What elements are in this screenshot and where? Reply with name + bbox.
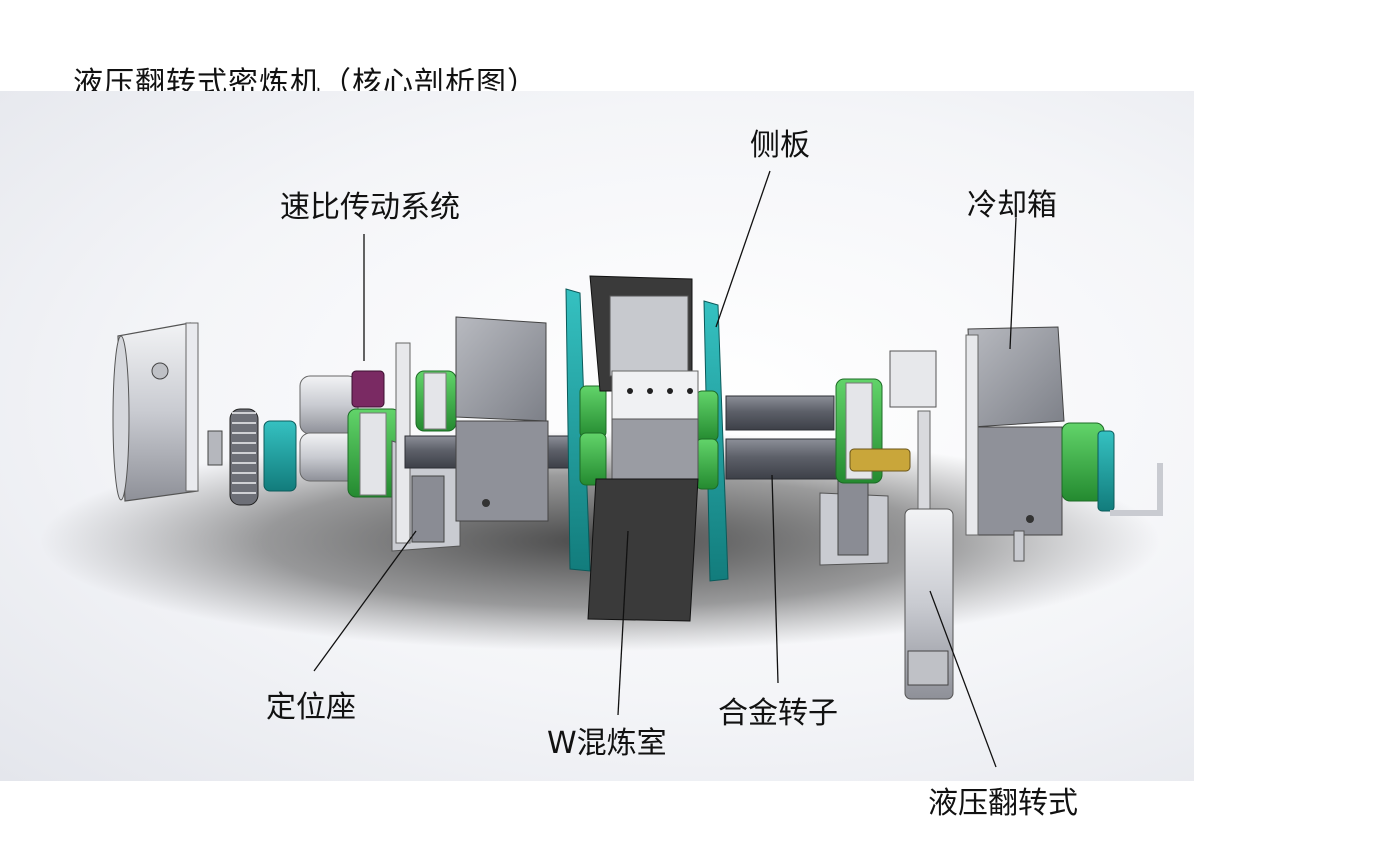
left-gearbox xyxy=(455,316,549,522)
alloy-rotor-upper xyxy=(725,395,835,431)
mixing-chamber xyxy=(587,275,699,622)
label-cooling-box: 冷却箱 xyxy=(967,188,1057,223)
diagram-canvas xyxy=(0,91,1194,781)
leader-lines xyxy=(313,170,1017,768)
label-side-plate: 侧板 xyxy=(750,128,810,163)
drive-rollers xyxy=(299,370,401,498)
motor-housing xyxy=(112,322,199,502)
positioning-seat-right xyxy=(819,472,889,566)
side-plate-left xyxy=(565,288,591,572)
machine-illustration xyxy=(40,170,1163,768)
cooling-box xyxy=(965,326,1065,562)
speed-gear xyxy=(351,370,385,408)
teal-coupling-left xyxy=(263,420,297,492)
alloy-rotor-lower xyxy=(725,438,847,480)
label-alloy-rotor: 合金转子 xyxy=(718,696,838,731)
brass-fitting xyxy=(849,448,911,472)
label-hydraulic-flip: 液压翻转式 xyxy=(928,786,1078,821)
label-drive-system: 速比传动系统 xyxy=(280,190,460,225)
hydraulic-cylinder xyxy=(889,350,954,700)
label-mixing-chamber: W混炼室 xyxy=(547,726,667,761)
spur-gear xyxy=(207,408,259,506)
label-positioning-seat: 定位座 xyxy=(266,690,356,725)
